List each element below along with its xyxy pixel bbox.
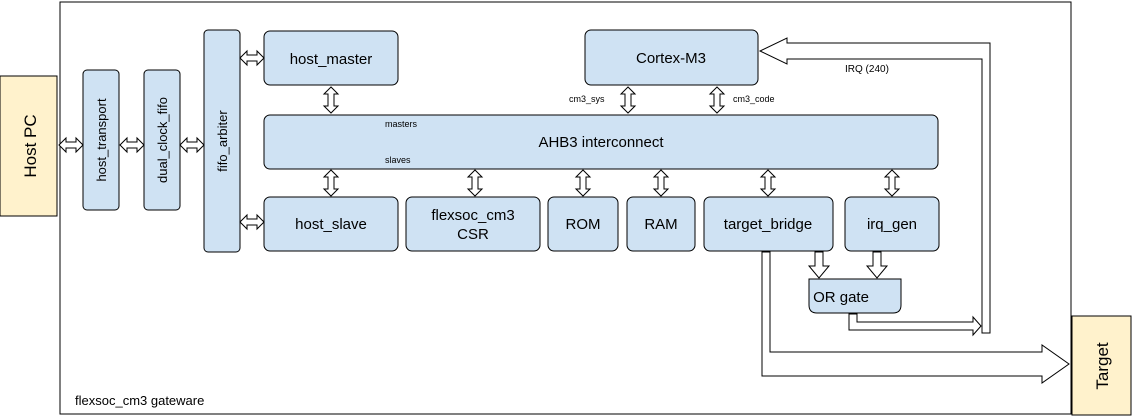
link-irqgen-orgate-arrow xyxy=(865,251,889,279)
cm3-code-label: cm3_code xyxy=(733,94,775,104)
link-targetbridge-target-arrow xyxy=(761,251,1070,384)
cortex-m3-label: Cortex-M3 xyxy=(636,50,706,67)
or-gate-label: OR gate xyxy=(813,289,869,306)
host-pc-block: Host PC xyxy=(0,75,58,217)
link-targetbridge-orgate-arrow xyxy=(807,251,831,279)
target-block: Target xyxy=(1071,315,1132,416)
rom-label: ROM xyxy=(566,216,601,233)
dual-clock-fifo-block: dual_clock_fifo xyxy=(143,69,181,211)
slaves-label: slaves xyxy=(385,155,411,165)
host-master-block: host_master xyxy=(263,30,399,86)
rom-block: ROM xyxy=(547,196,619,252)
ram-block: RAM xyxy=(626,196,696,252)
masters-label: masters xyxy=(385,119,418,129)
cm3-sys-label: cm3_sys xyxy=(569,94,605,104)
irq-label: IRQ (240) xyxy=(845,64,889,75)
irq-gen-block: irq_gen xyxy=(844,196,940,252)
target-label: Target xyxy=(1093,342,1112,390)
host-master-label: host_master xyxy=(290,51,373,68)
flexsoc-cm3-csr-block: flexsoc_cm3 CSR xyxy=(405,196,541,252)
ahb3-interconnect-block: AHB3 interconnect masters slaves xyxy=(263,114,939,170)
ram-label: RAM xyxy=(644,216,677,233)
fifo-arbiter-block: fifo_arbiter xyxy=(203,29,241,253)
cortex-m3-block: Cortex-M3 xyxy=(584,29,759,86)
host-slave-block: host_slave xyxy=(263,196,399,252)
irq-gen-label: irq_gen xyxy=(867,216,917,233)
ahb3-interconnect-label: AHB3 interconnect xyxy=(538,134,664,151)
or-gate-block: OR gate xyxy=(808,278,902,314)
link-orgate-out-arrow xyxy=(848,313,982,337)
dual-clock-fifo-label: dual_clock_fifo xyxy=(155,97,170,183)
target-bridge-label: target_bridge xyxy=(724,216,812,233)
csr-label-line2: CSR xyxy=(457,226,489,243)
host-transport-block: host_transport xyxy=(82,69,120,211)
host-slave-label: host_slave xyxy=(295,216,367,233)
host-pc-label: Host PC xyxy=(21,114,40,177)
fifo-arbiter-label: fifo_arbiter xyxy=(215,110,230,172)
csr-label-line1: flexsoc_cm3 xyxy=(431,207,514,224)
host-transport-label: host_transport xyxy=(94,98,109,181)
irq-return-arrow xyxy=(758,37,991,334)
target-bridge-block: target_bridge xyxy=(703,196,834,252)
gateware-label: flexsoc_cm3 gateware xyxy=(75,393,204,408)
